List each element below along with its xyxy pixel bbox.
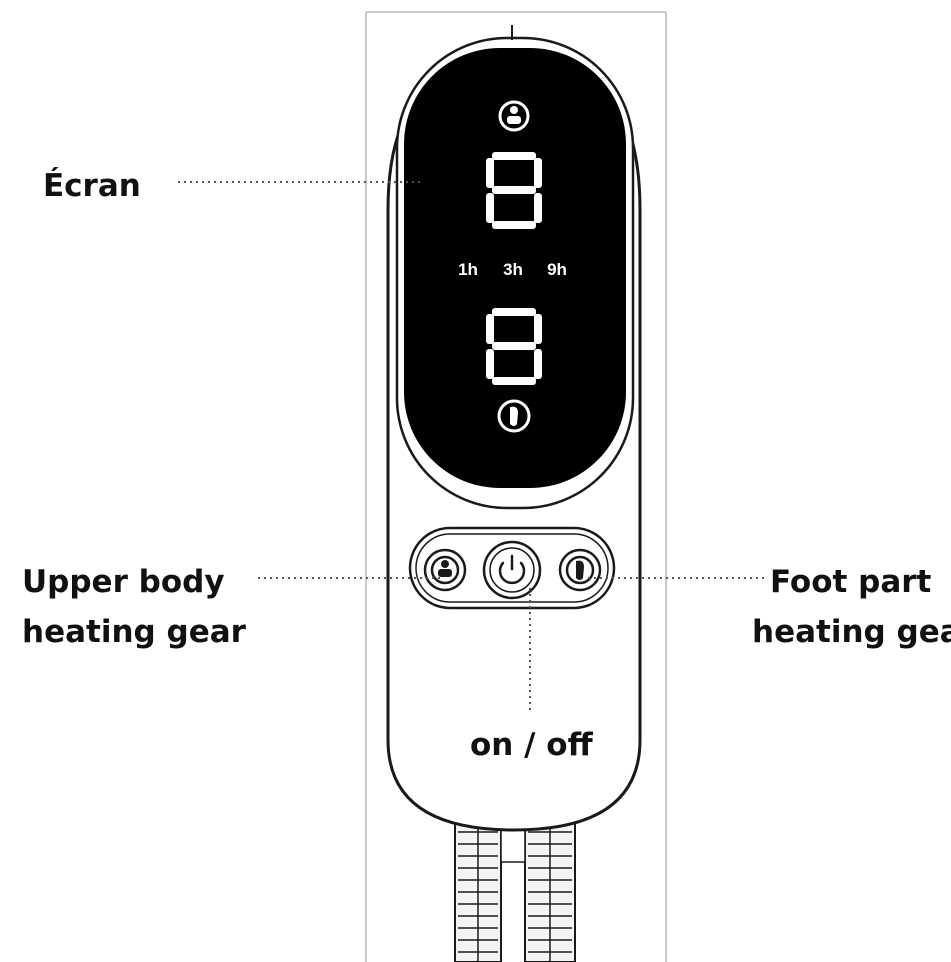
upper-body-button[interactable] [423,548,467,592]
foot-part-label-line1: Foot part [770,564,932,600]
upper-level-digit: 8 [486,152,542,229]
power-label: on / off [470,727,594,763]
cable-left [454,807,502,962]
upper-body-label-line2: heating gear [22,614,247,650]
cable-gap [500,829,526,863]
screen-label: Écran [43,168,141,204]
screen-person-icon [498,100,530,132]
leader-lines [178,181,766,712]
frame [365,11,667,962]
foot-part-button[interactable] [558,548,602,592]
timer-labels: 1h 3h 9h [458,260,567,279]
power-button[interactable] [482,540,542,600]
timer-3h: 3h [503,260,523,279]
cable-right [524,807,576,962]
lower-level-digit: 8 [486,308,542,385]
person-icon [430,555,460,585]
foot-part-label-line2: heating gear [752,614,951,650]
power-icon [498,554,526,585]
timer-1h: 1h [458,260,478,279]
foot-icon [565,555,595,585]
timer-9h: 9h [547,260,567,279]
screen-foot-icon [497,399,531,433]
display-screen [404,48,626,488]
upper-body-label-line1: Upper body [22,564,225,600]
